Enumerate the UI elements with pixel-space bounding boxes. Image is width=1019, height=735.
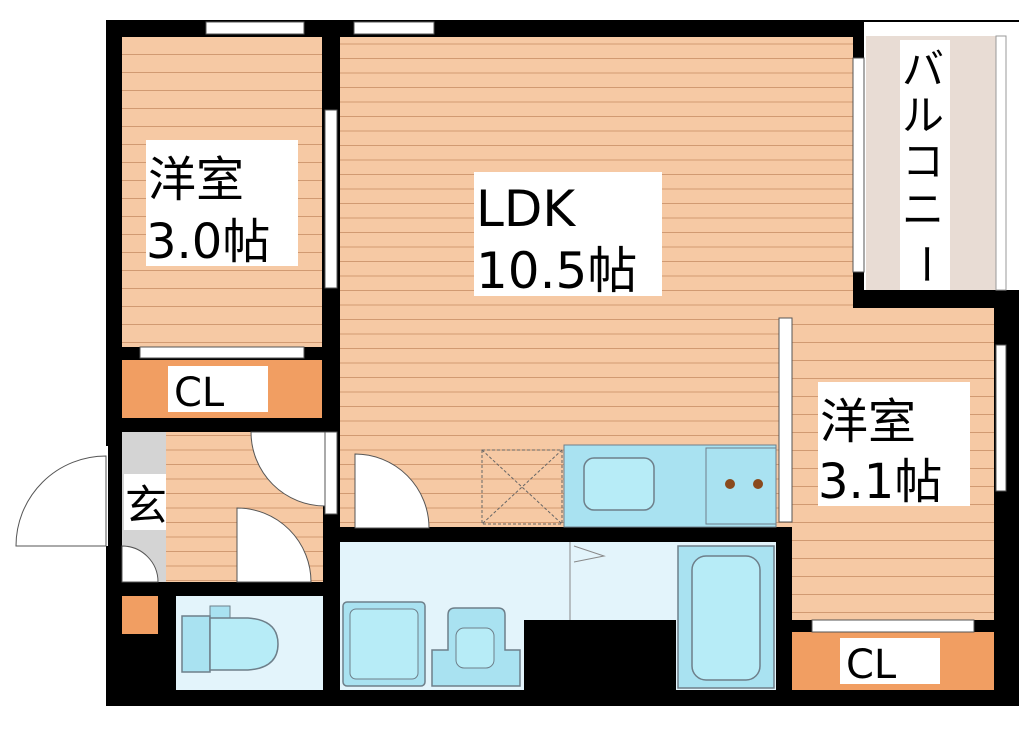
closet-right-label: CL xyxy=(846,642,897,688)
refrigerator-space xyxy=(481,449,563,525)
room-western-right-name: 洋室 xyxy=(820,394,916,450)
room-western-right-size: 3.1帖 xyxy=(818,454,942,510)
label-bg-ldk xyxy=(474,172,662,296)
balcony-char-4: ニ xyxy=(902,185,944,234)
closet-left-label: CL xyxy=(174,370,225,416)
door-entrance xyxy=(15,446,108,547)
balcony-rail xyxy=(995,35,1007,291)
washroom-floor-2 xyxy=(558,542,676,620)
sliding-door-right-room xyxy=(778,317,793,523)
balcony-char-1: バ xyxy=(902,45,944,94)
label-bg-entrance xyxy=(124,474,166,530)
door-toilet xyxy=(236,507,312,583)
kitchen-stove xyxy=(705,447,777,525)
window-ldk-balcony xyxy=(852,57,865,273)
room-western-left-name: 洋室 xyxy=(148,152,244,208)
label-bg-western-left xyxy=(146,140,298,266)
door-hall-ldk xyxy=(250,431,338,515)
label-bg-closet-right xyxy=(840,638,940,684)
label-bg-balcony xyxy=(900,40,950,290)
door-entrance-closet xyxy=(121,545,159,583)
label-bg-closet-left xyxy=(168,366,268,412)
balcony-char-2: ル xyxy=(902,91,944,140)
sliding-door-left-closet xyxy=(139,346,305,359)
stove-burner-right xyxy=(753,479,763,489)
entrance-label: 玄 xyxy=(125,481,167,530)
door-ldk-washroom xyxy=(354,453,430,529)
room-ldk-name: LDK xyxy=(476,180,576,238)
sliding-door-right-closet xyxy=(811,619,975,633)
kitchen-sink xyxy=(583,457,655,511)
balcony-char-3: コ xyxy=(902,137,944,186)
window-top-left xyxy=(205,21,305,35)
window-right-room-east xyxy=(995,344,1007,492)
room-western-left-size: 3.0帖 xyxy=(146,214,270,270)
label-bg-western-right xyxy=(818,382,970,506)
toilet-fixture xyxy=(181,605,279,673)
washroom-black-block xyxy=(524,620,558,690)
bath-door xyxy=(569,542,606,620)
window-top-ldk xyxy=(353,21,435,35)
stove-burner-left xyxy=(725,479,735,489)
entrance-small-closet xyxy=(122,596,158,634)
sliding-door-left-room xyxy=(324,109,338,289)
room-ldk-size: 10.5帖 xyxy=(476,242,637,300)
balcony-char-5: ー xyxy=(901,243,950,285)
